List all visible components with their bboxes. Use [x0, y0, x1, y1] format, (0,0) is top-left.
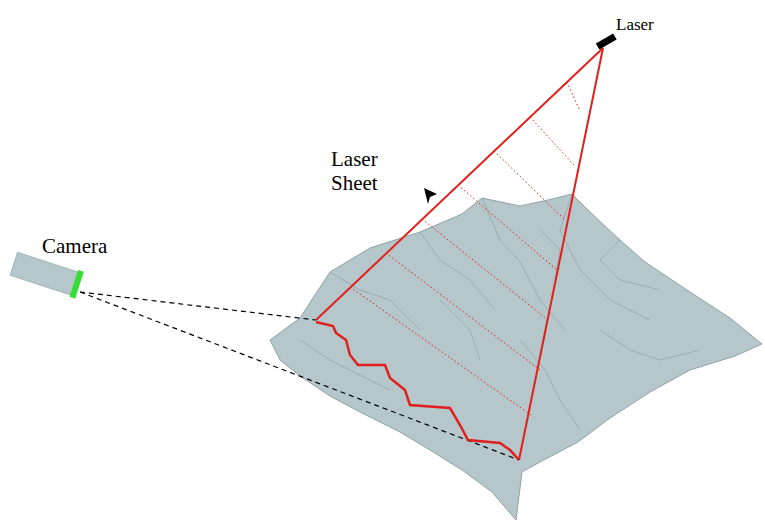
camera-sight-lines — [80, 292, 519, 460]
sheet-label: Laser Sheet — [331, 147, 395, 195]
sheet-arrowhead — [424, 188, 437, 204]
camera-lens — [70, 270, 84, 298]
laser-label: Laser — [616, 15, 686, 35]
terrain-creases — [300, 194, 700, 430]
camera-label: Camera — [42, 234, 152, 258]
terrain-surface — [270, 194, 762, 520]
laser-sheet-edges — [316, 48, 603, 460]
laser-profile — [316, 322, 519, 460]
laser-emitter — [596, 33, 617, 49]
